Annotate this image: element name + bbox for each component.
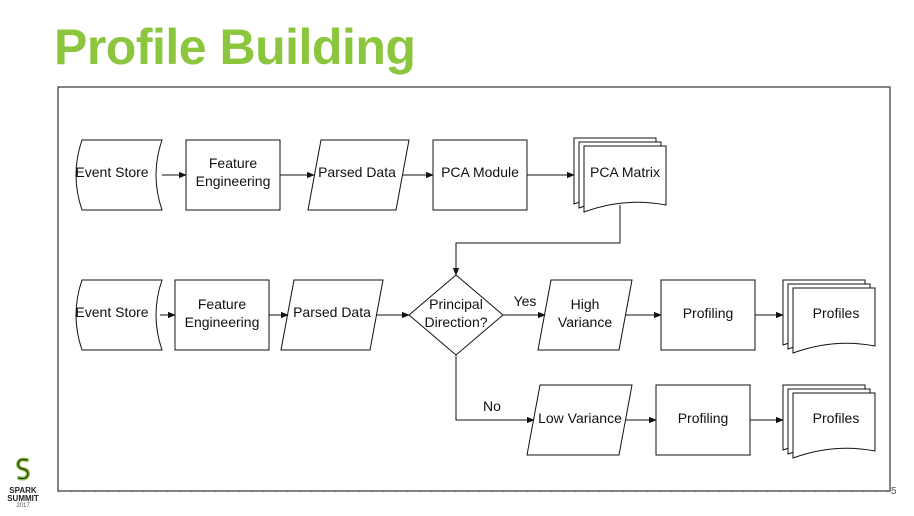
row1-parsed-data-shape: [307, 139, 410, 211]
row3-profiles-label: Profiles: [813, 410, 860, 426]
row2-event-store-label: Event Store: [75, 304, 148, 320]
row2-profiles-shape: [782, 279, 876, 354]
spark-summit-logo: SPARK SUMMIT 2017: [6, 456, 40, 510]
spark-summit-logo-icon: [15, 457, 31, 481]
row2-feature-engineering-shape: [174, 279, 270, 351]
decision-label-line1: Principal: [429, 296, 483, 312]
high-variance-label-line1: High: [571, 296, 600, 312]
row1-event-store-shape: [75, 139, 163, 211]
row3-profiles-shape: [782, 384, 876, 459]
high-variance-label-line2: Variance: [558, 314, 612, 330]
row1-feature-label-line1: Feature: [209, 155, 257, 171]
row2-profiling-label: Profiling: [683, 305, 734, 321]
high-variance-shape: [537, 279, 633, 351]
yes-label: Yes: [514, 293, 537, 309]
row1-feature-label-line2: Engineering: [196, 173, 271, 189]
arrow-no-to-low-variance: [455, 355, 535, 424]
row2-profiling-shape: [660, 279, 756, 351]
logo-line2: SUMMIT: [7, 494, 39, 503]
row3-profiling-label: Profiling: [678, 410, 729, 426]
row2-feature-label-line1: Feature: [198, 296, 246, 312]
no-label: No: [483, 398, 501, 414]
row1-pca-matrix-shape: [573, 137, 667, 213]
row2-feature-label-line2: Engineering: [185, 314, 260, 330]
row2-event-store-shape: [75, 279, 163, 351]
row3-profiling-shape: [655, 384, 751, 456]
row1-pca-module-label: PCA Module: [441, 164, 519, 180]
arrow-matrix-to-decision: [452, 205, 621, 276]
slide-title: Profile Building: [54, 19, 416, 75]
logo-line1: SPARK: [9, 486, 37, 495]
row1-pca-matrix-label: PCA Matrix: [590, 164, 660, 180]
row2-parsed-data-label: Parsed Data: [293, 304, 371, 320]
row2-parsed-data-shape: [280, 279, 384, 351]
page-number: 5: [891, 486, 897, 497]
decision-label-line2: Direction?: [424, 314, 487, 330]
row1-parsed-data-label: Parsed Data: [318, 164, 396, 180]
row2-profiles-label: Profiles: [813, 305, 860, 321]
row1-event-store-label: Event Store: [75, 164, 148, 180]
logo-year: 2017: [16, 503, 30, 509]
low-variance-shape: [526, 384, 633, 456]
low-variance-label: Low Variance: [538, 410, 622, 426]
